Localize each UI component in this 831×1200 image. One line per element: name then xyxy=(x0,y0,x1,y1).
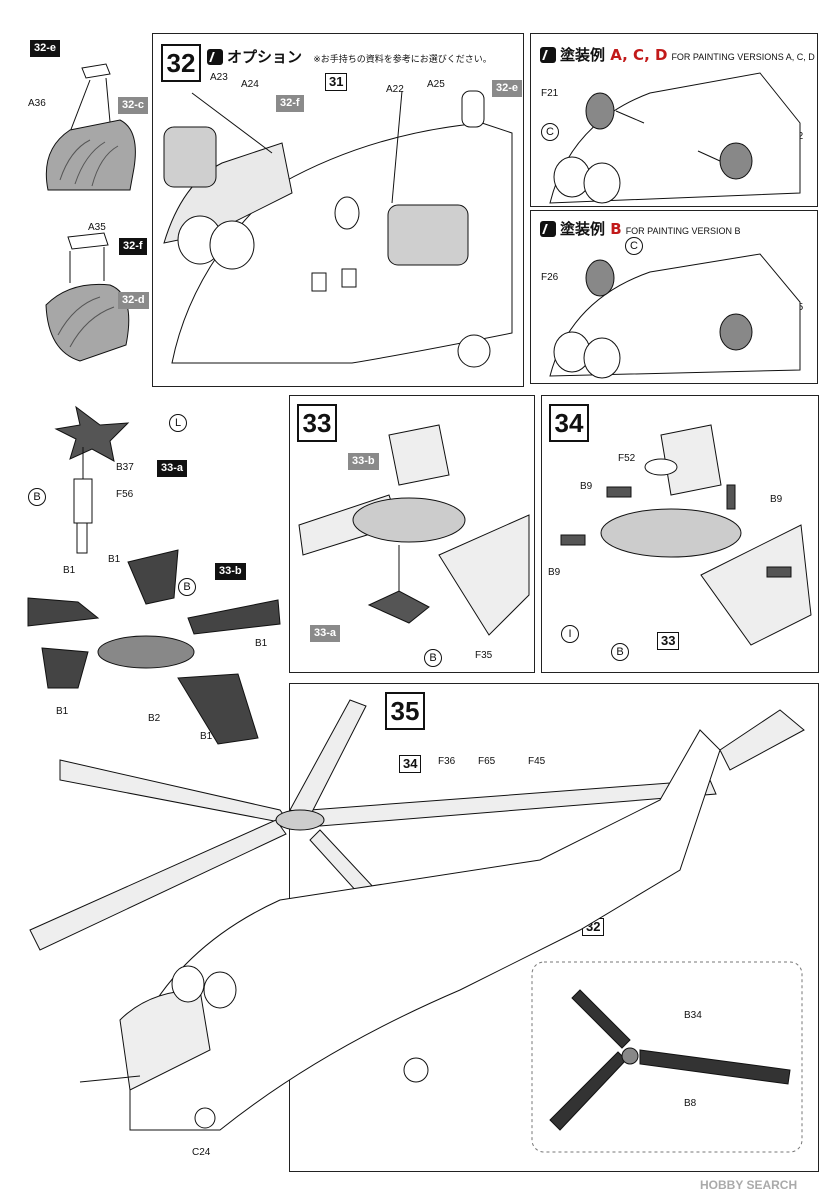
brush-icon xyxy=(540,221,556,237)
step32-helicopter-drawing xyxy=(163,90,513,368)
circle-mark-b: B xyxy=(611,643,629,661)
option-heading: オプション ※お手持ちの資料を参考にお選びください。 xyxy=(207,46,492,67)
circle-mark-l: L xyxy=(169,414,187,432)
part-label-b2: B2 xyxy=(148,713,161,724)
circle-mark-c: C xyxy=(541,123,559,141)
ref-step-33: 33 xyxy=(657,632,680,650)
rotor-hub-33a-drawing xyxy=(54,405,130,554)
part-label-b9: B9 xyxy=(770,494,783,505)
part-label-f56: F56 xyxy=(116,489,134,500)
part-label-a22: A22 xyxy=(386,84,404,95)
circle-mark-b: B xyxy=(424,649,442,667)
step33-tag-33b: 33-b xyxy=(348,453,379,470)
tail-rotor-detail-callout xyxy=(531,961,803,1153)
step-number-32: 32 xyxy=(161,44,201,82)
part-label-f65: F65 xyxy=(478,756,496,767)
step32-tag-32e: 32-e xyxy=(492,80,523,97)
step35-full-helicopter-drawing xyxy=(29,699,805,1131)
part-label-a23: A23 xyxy=(210,72,228,83)
result-tag-32c: 32-c xyxy=(118,97,149,114)
step-number-34: 34 xyxy=(549,404,589,442)
part-label-f45: F45 xyxy=(528,756,546,767)
subassembly-tag-33a: 33-a xyxy=(157,460,188,477)
option-note: ※お手持ちの資料を参考にお選びください。 xyxy=(313,55,492,65)
part-label-c24: C24 xyxy=(192,1147,211,1158)
part-label-a35: A35 xyxy=(88,222,106,233)
exhaust-cover-32c-drawing xyxy=(45,63,136,191)
step34-rotor-drawing xyxy=(560,424,812,646)
part-label-a24: A24 xyxy=(241,79,259,90)
circle-mark-i: I xyxy=(561,625,579,643)
part-label-a25: A25 xyxy=(427,79,445,90)
step-number-35: 35 xyxy=(385,692,425,730)
part-label-b8: B8 xyxy=(684,1098,697,1109)
part-label-b37: B37 xyxy=(116,462,134,473)
part-label-b9: B9 xyxy=(548,567,561,578)
ref-step-31: 31 xyxy=(325,73,348,91)
step-number-33: 33 xyxy=(297,404,337,442)
part-label-b1: B1 xyxy=(108,554,121,565)
subassembly-tag-33b: 33-b xyxy=(215,563,246,580)
step32-tag-32f: 32-f xyxy=(276,95,304,112)
circle-mark-c: C xyxy=(625,237,643,255)
ref-step-34: 34 xyxy=(399,755,422,773)
part-label-b1: B1 xyxy=(200,731,213,742)
step33-rotor-drawing xyxy=(298,424,530,636)
part-label-f21: F21 xyxy=(541,88,559,99)
exhaust-cover-32d-drawing xyxy=(45,232,130,362)
part-label-f26: F26 xyxy=(541,272,559,283)
part-label-b1: B1 xyxy=(63,565,76,576)
painting-b-drawing xyxy=(549,253,801,379)
part-label-b34: B34 xyxy=(684,1010,702,1021)
painting-acd-drawing xyxy=(549,72,801,204)
rotor-blades-33b-drawing xyxy=(27,549,281,745)
brush-icon xyxy=(540,47,556,63)
part-label-b1: B1 xyxy=(255,638,268,649)
circle-mark-b: B xyxy=(28,488,46,506)
part-label-f36: F36 xyxy=(438,756,456,767)
result-tag-32d: 32-d xyxy=(118,292,149,309)
part-label-b9: B9 xyxy=(580,481,593,492)
option-title: オプション xyxy=(227,48,303,66)
subassembly-tag-32f: 32-f xyxy=(119,238,147,255)
brush-icon xyxy=(207,49,223,65)
part-label-a36: A36 xyxy=(28,98,46,109)
subassembly-tag-32e: 32-e xyxy=(30,40,61,57)
part-label-f35: F35 xyxy=(475,650,493,661)
part-label-b1: B1 xyxy=(56,706,69,717)
watermark: HOBBY SEARCH xyxy=(700,1178,798,1192)
part-label-f52: F52 xyxy=(618,453,636,464)
circle-mark-b: B xyxy=(178,578,196,596)
step33-tag-33a: 33-a xyxy=(310,625,341,642)
